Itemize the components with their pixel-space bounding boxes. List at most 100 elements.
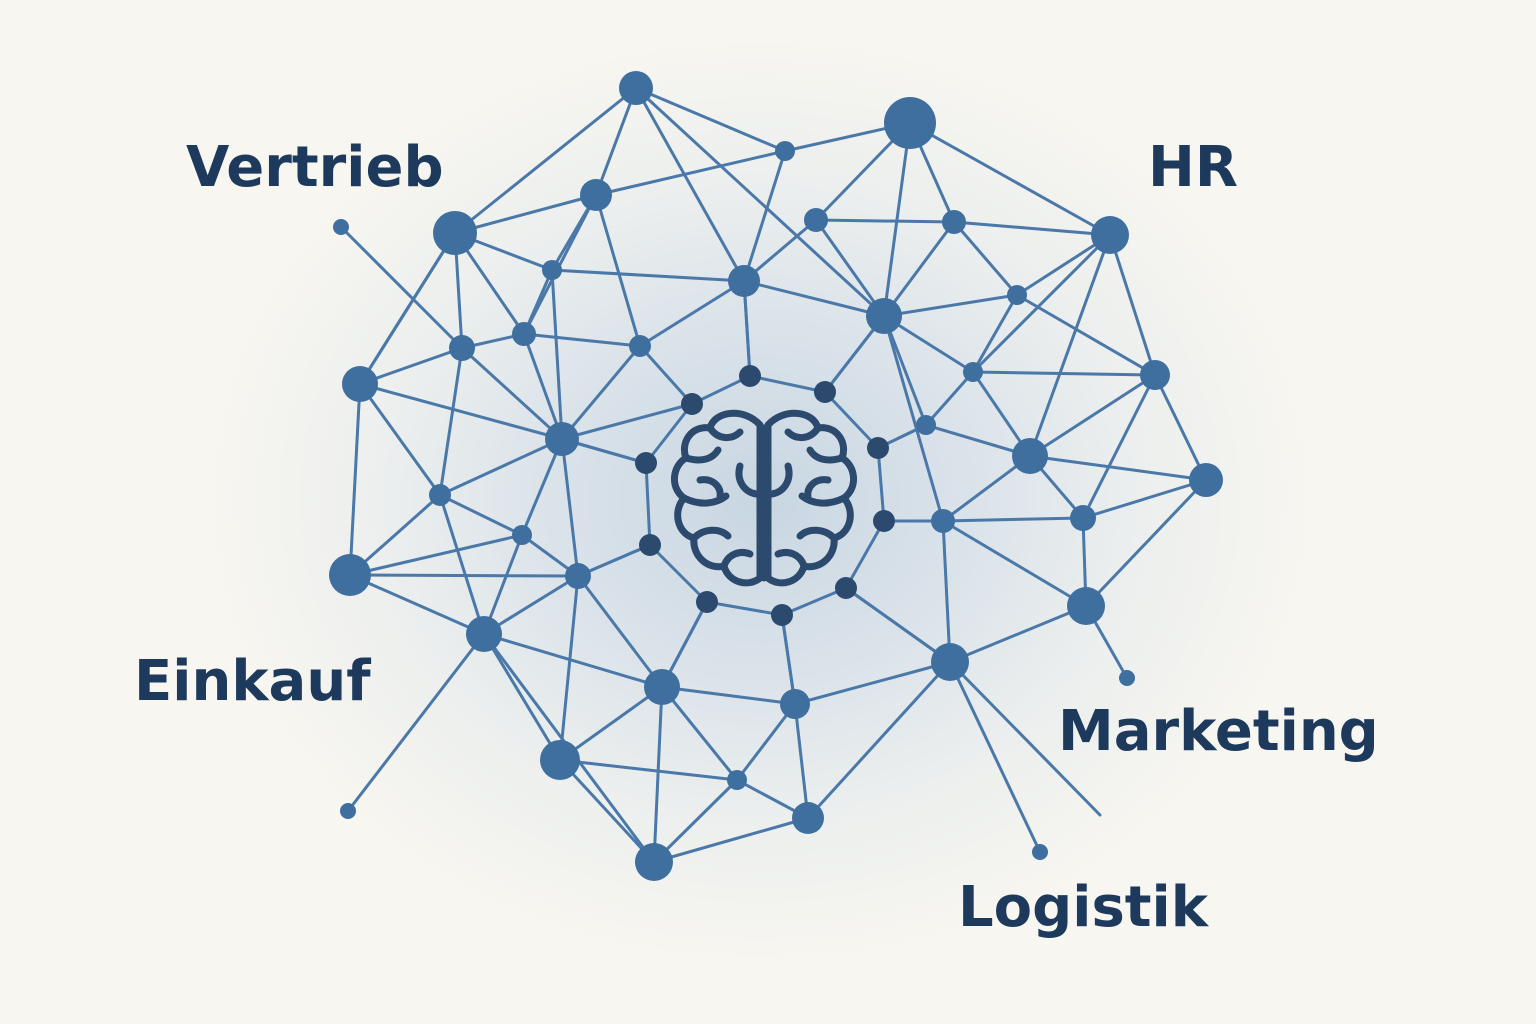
network-node — [804, 208, 828, 232]
inner-ring-node — [639, 534, 661, 556]
network-node — [512, 525, 532, 545]
network-edge — [948, 604, 1088, 664]
network-edge — [453, 193, 598, 235]
network-edge — [823, 390, 880, 450]
network-edge — [594, 193, 642, 348]
department-label-hr: HR — [1148, 135, 1238, 200]
network-edge — [1084, 478, 1208, 608]
network-edge — [971, 233, 1112, 374]
network-edge — [948, 660, 1102, 817]
network-node — [942, 210, 966, 234]
network-node — [916, 415, 936, 435]
department-label-vertrieb: Vertrieb — [186, 135, 444, 200]
network-edge — [1081, 373, 1157, 520]
network-node — [466, 616, 502, 652]
network-node — [1119, 670, 1135, 686]
inner-ring-node — [867, 437, 889, 459]
network-edge — [952, 220, 1019, 297]
network-edge — [941, 516, 1085, 523]
network-edge — [793, 660, 952, 706]
network-edge — [594, 86, 638, 197]
network-edge — [705, 600, 784, 617]
network-edge — [941, 454, 1032, 523]
network-edge — [348, 533, 524, 577]
department-label-marketing: Marketing — [1058, 699, 1379, 764]
network-edge — [1028, 373, 1157, 458]
network-edge — [520, 437, 564, 537]
network-edge — [948, 660, 1042, 854]
inner-ring-node — [873, 510, 895, 532]
network-node — [565, 563, 591, 589]
network-edge — [550, 268, 746, 283]
network-edge — [482, 574, 580, 636]
network-node — [635, 843, 673, 881]
network-edge — [882, 220, 956, 318]
network-edge — [1028, 454, 1208, 482]
network-edge — [438, 493, 524, 537]
network-edge — [971, 293, 1019, 374]
network-edge — [1153, 373, 1208, 482]
network-edge — [1108, 233, 1157, 377]
network-edge — [652, 816, 810, 864]
network-edge — [453, 86, 638, 235]
network-edge — [558, 574, 580, 762]
inner-ring-node — [835, 577, 857, 599]
network-edge — [339, 225, 464, 350]
network-node — [727, 770, 747, 790]
network-node — [580, 179, 612, 211]
network-edge — [522, 332, 564, 441]
network-edge — [660, 685, 739, 782]
network-edge — [638, 279, 746, 348]
network-node — [540, 740, 580, 780]
network-edge — [482, 632, 664, 689]
network-node — [1070, 505, 1096, 531]
network-node — [1140, 360, 1170, 390]
network-edge — [814, 218, 956, 224]
network-edge — [952, 220, 1112, 237]
network-edge — [346, 632, 486, 813]
network-node — [1012, 438, 1048, 474]
network-node — [340, 803, 356, 819]
network-node — [512, 322, 536, 346]
network-edge — [522, 332, 642, 348]
network-edge — [438, 437, 564, 497]
network-node — [619, 71, 653, 105]
network-edge — [576, 574, 664, 689]
network-edge — [576, 543, 652, 578]
network-edge — [924, 423, 1032, 458]
network-edge — [560, 402, 694, 441]
network-edge — [460, 346, 564, 441]
network-edge — [844, 519, 886, 590]
inner-ring-node — [635, 452, 657, 474]
network-edge — [358, 346, 464, 386]
network-edge — [806, 660, 952, 820]
network-node — [1091, 216, 1129, 254]
network-node — [963, 362, 983, 382]
inner-ring-node — [771, 604, 793, 626]
network-edge — [941, 519, 1088, 608]
network-edge — [594, 149, 787, 197]
network-edge — [1081, 478, 1208, 520]
network-edge — [742, 279, 886, 318]
network-edge — [735, 702, 797, 782]
network-edge — [438, 493, 486, 636]
network-edge — [644, 402, 694, 465]
department-label-logistik: Logistik — [958, 875, 1208, 940]
network-edge — [482, 632, 562, 762]
network-edge — [634, 86, 787, 153]
network-edge — [348, 382, 362, 577]
department-label-einkauf: Einkauf — [134, 649, 371, 714]
network-node — [542, 260, 562, 280]
inner-ring-node — [814, 381, 836, 403]
network-node — [329, 554, 371, 596]
network-node — [1032, 844, 1048, 860]
network-edge — [652, 685, 664, 864]
network-edge — [638, 344, 694, 406]
network-edge — [882, 314, 945, 523]
network-node — [333, 219, 349, 235]
network-edge — [348, 573, 580, 578]
network-edge — [652, 778, 739, 864]
inner-ring-node — [739, 365, 761, 387]
network-edge — [748, 374, 827, 394]
